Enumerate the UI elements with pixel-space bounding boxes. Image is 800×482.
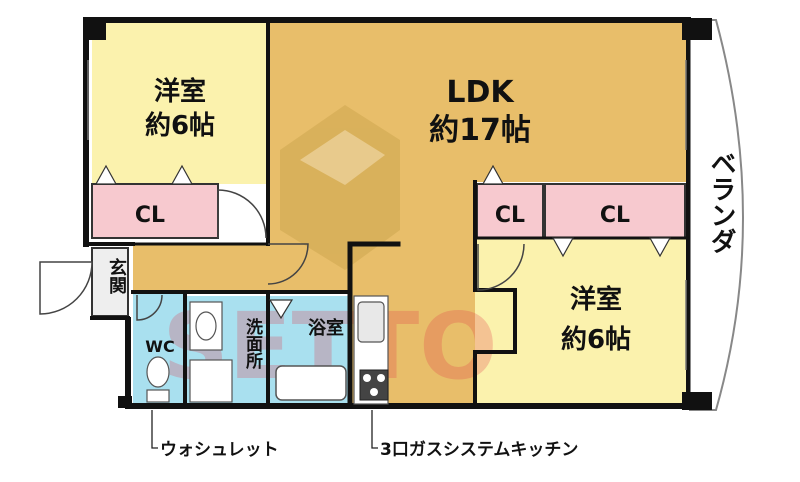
western-room-right-size: 約6帖	[561, 324, 631, 355]
bathroom-door	[268, 299, 294, 320]
washroom-label: 洗面所	[242, 318, 262, 369]
western-room-right-name: 洋室	[570, 284, 622, 315]
burners	[363, 374, 385, 396]
balcony-label: ベランダ	[706, 150, 736, 254]
western-room-left-floor	[92, 22, 268, 184]
balcony-area	[689, 19, 744, 411]
column	[118, 396, 132, 408]
toilet-note: ウォシュレット	[160, 440, 279, 460]
entrance-label: 玄関	[106, 258, 127, 294]
corner-post-br	[682, 392, 712, 410]
kitchen-sink	[357, 301, 385, 343]
closet-doors	[94, 164, 672, 258]
closet-right	[544, 183, 686, 239]
bathroom-label: 浴室	[308, 317, 344, 339]
washing-machine-pan	[189, 359, 233, 403]
western-room-left-name: 洋室	[154, 76, 206, 107]
washbasin	[195, 311, 217, 341]
closet-left-label: CL	[135, 203, 165, 228]
door-swings	[39, 189, 525, 321]
hall-floor	[266, 182, 352, 292]
corner-post-tr	[682, 18, 712, 40]
walls	[83, 17, 691, 409]
ldk-size: 約17帖	[429, 113, 531, 148]
watermark	[280, 105, 400, 270]
note-leaders	[151, 410, 378, 449]
closet-right-label: CL	[600, 203, 630, 228]
ldk-name: LDK	[446, 75, 515, 110]
hall-floor-left	[133, 244, 268, 292]
ldk-floor	[268, 22, 686, 182]
bathtub	[275, 365, 347, 401]
western-room-left-size: 約6帖	[145, 110, 215, 141]
kitchen-note: 3口ガスシステムキッチン	[380, 440, 578, 460]
entrance-floor	[91, 247, 129, 317]
western-room-right-floor	[475, 238, 687, 406]
toilet-label: WC	[145, 337, 174, 356]
closet-mid-label: CL	[495, 203, 525, 228]
windows	[87, 60, 687, 370]
corner-post-tl	[84, 18, 106, 40]
toilet-tank	[146, 389, 170, 403]
toilet-bowl	[146, 356, 170, 388]
